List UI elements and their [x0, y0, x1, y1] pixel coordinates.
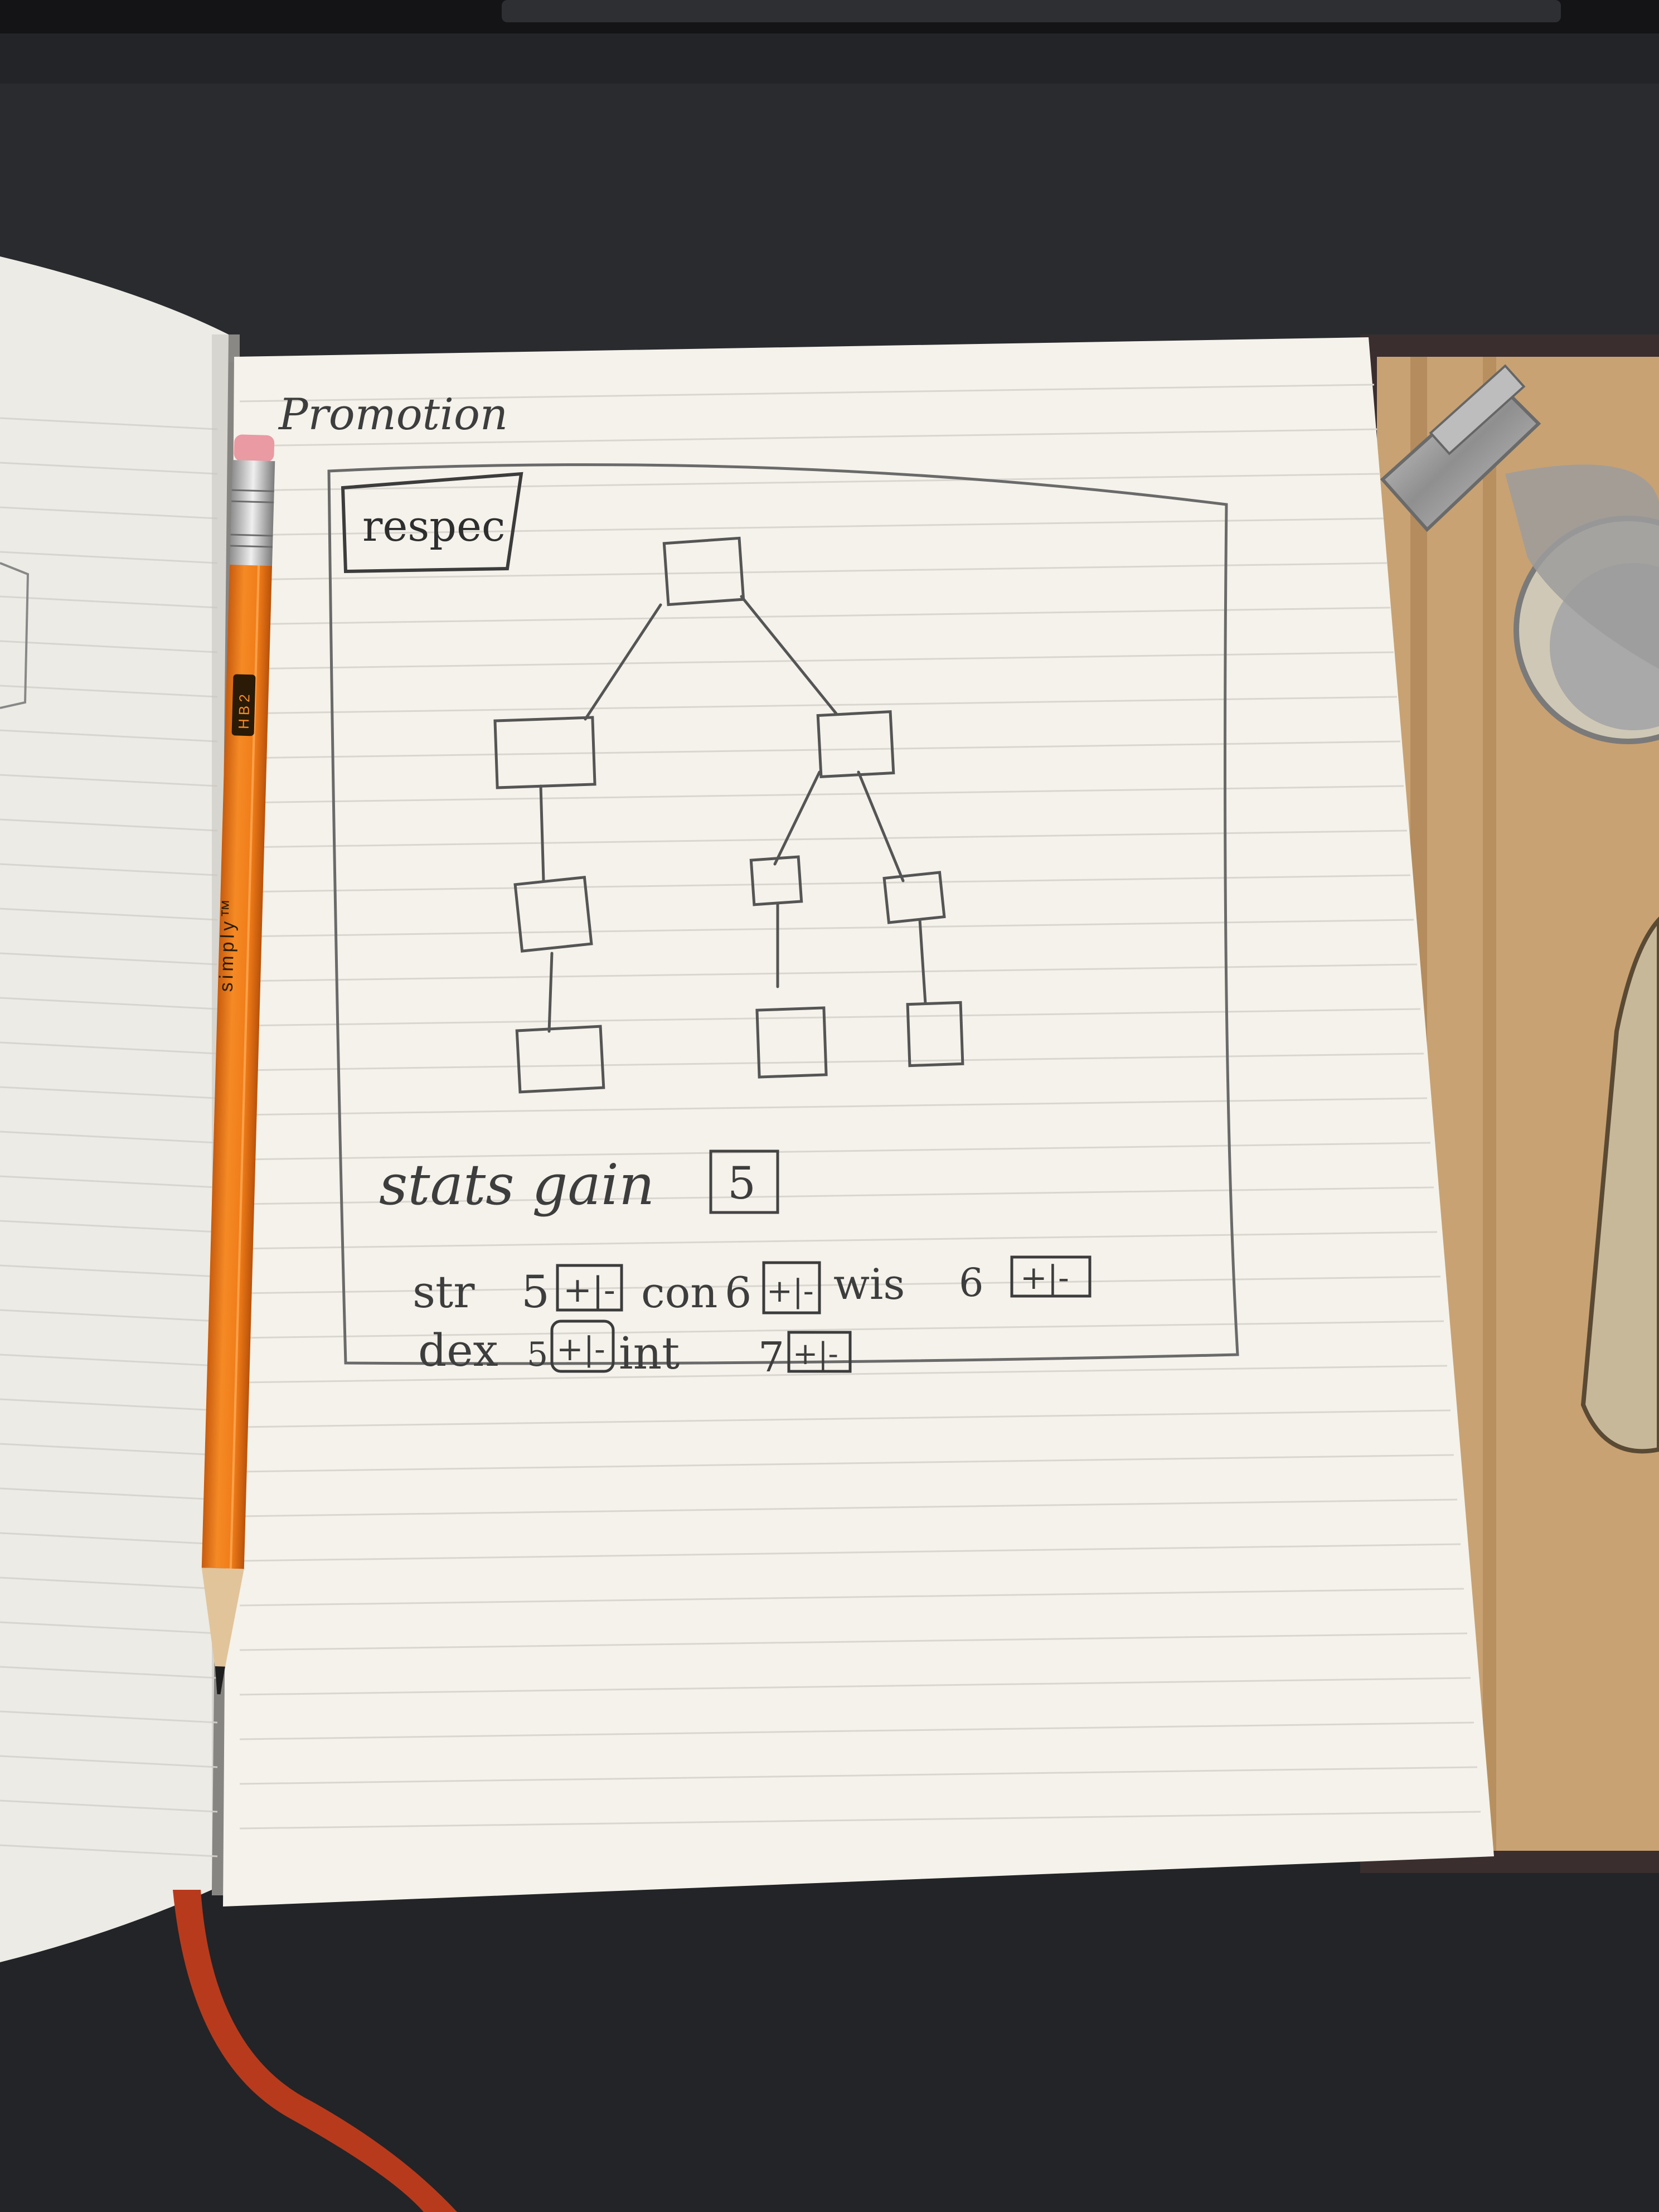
left-page [0, 256, 229, 1962]
button-label: +|- [1020, 1259, 1069, 1297]
stat-name: con [641, 1268, 717, 1317]
stat-str-plus-minus[interactable] [556, 1264, 623, 1312]
skill-node-right-a[interactable] [749, 855, 803, 906]
stat-value: 7 [758, 1333, 784, 1381]
stat-int-plus-minus[interactable] [787, 1331, 852, 1373]
sketch-title: Promotion [278, 390, 508, 440]
pencil-body [201, 565, 273, 1569]
stat-con: con 6 +|- [641, 1261, 821, 1317]
pencil-grade-badge [231, 674, 256, 736]
watch-clasp [1380, 364, 1659, 744]
stat-name: str [413, 1266, 475, 1318]
pencil-ferrule [229, 460, 275, 567]
pencil-wood-tip [201, 1568, 244, 1678]
stat-con-plus-minus[interactable] [762, 1261, 821, 1314]
stat-wis: wis 6 +|- [833, 1255, 1092, 1309]
button-label: +|- [793, 1336, 838, 1371]
stat-dex-plus-minus[interactable] [550, 1320, 615, 1373]
stat-int: int 7 +|- [619, 1327, 852, 1381]
skill-node-left[interactable] [493, 716, 596, 789]
hand-sketch: Promotion respec [278, 390, 1239, 1381]
window-frame [327, 463, 1239, 1365]
stats-gain-label: stats gain [379, 1152, 654, 1217]
respec-button-label: respec [362, 501, 506, 551]
stat-str: str 5 +|- [413, 1264, 623, 1318]
skill-node-right-b-bottom[interactable] [906, 1001, 964, 1068]
pencil-brand-text: simply™ [216, 895, 240, 992]
skill-node-root[interactable] [662, 536, 745, 607]
stat-dex: dex 5 +|- [418, 1320, 615, 1376]
button-label: +|- [767, 1273, 814, 1309]
bookmark-ribbon [173, 1890, 457, 2212]
skill-node-right[interactable] [816, 710, 895, 778]
pencil-lead [215, 1666, 225, 1695]
skill-node-right-b[interactable] [882, 871, 946, 924]
stat-value: 6 [725, 1268, 751, 1317]
pencil-eraser [234, 434, 275, 462]
skill-tree [493, 536, 964, 1094]
right-page [223, 337, 1494, 1907]
stats-gain-box: 5 [709, 1149, 779, 1214]
button-label: +|- [556, 1330, 605, 1368]
stat-name: dex [418, 1325, 498, 1376]
pencil-grade-text: HB2 [235, 691, 253, 729]
button-label: +|- [563, 1269, 615, 1310]
pencil: simply™ HB2 [201, 434, 275, 1695]
skill-node-left-mid[interactable] [513, 875, 593, 953]
stat-name: int [619, 1327, 680, 1379]
stats-gain-value: 5 [727, 1157, 756, 1209]
skill-node-left-bottom[interactable] [515, 1025, 605, 1094]
stat-value: 5 [527, 1335, 548, 1374]
stat-value: 6 [959, 1260, 984, 1306]
stat-name: wis [833, 1259, 905, 1309]
skill-node-right-a-bottom[interactable] [755, 1006, 828, 1079]
glasses-arm [1580, 916, 1659, 1454]
stat-value: 5 [521, 1266, 550, 1318]
stat-wis-plus-minus[interactable] [1010, 1255, 1092, 1298]
respec-button[interactable]: respec [341, 472, 523, 574]
